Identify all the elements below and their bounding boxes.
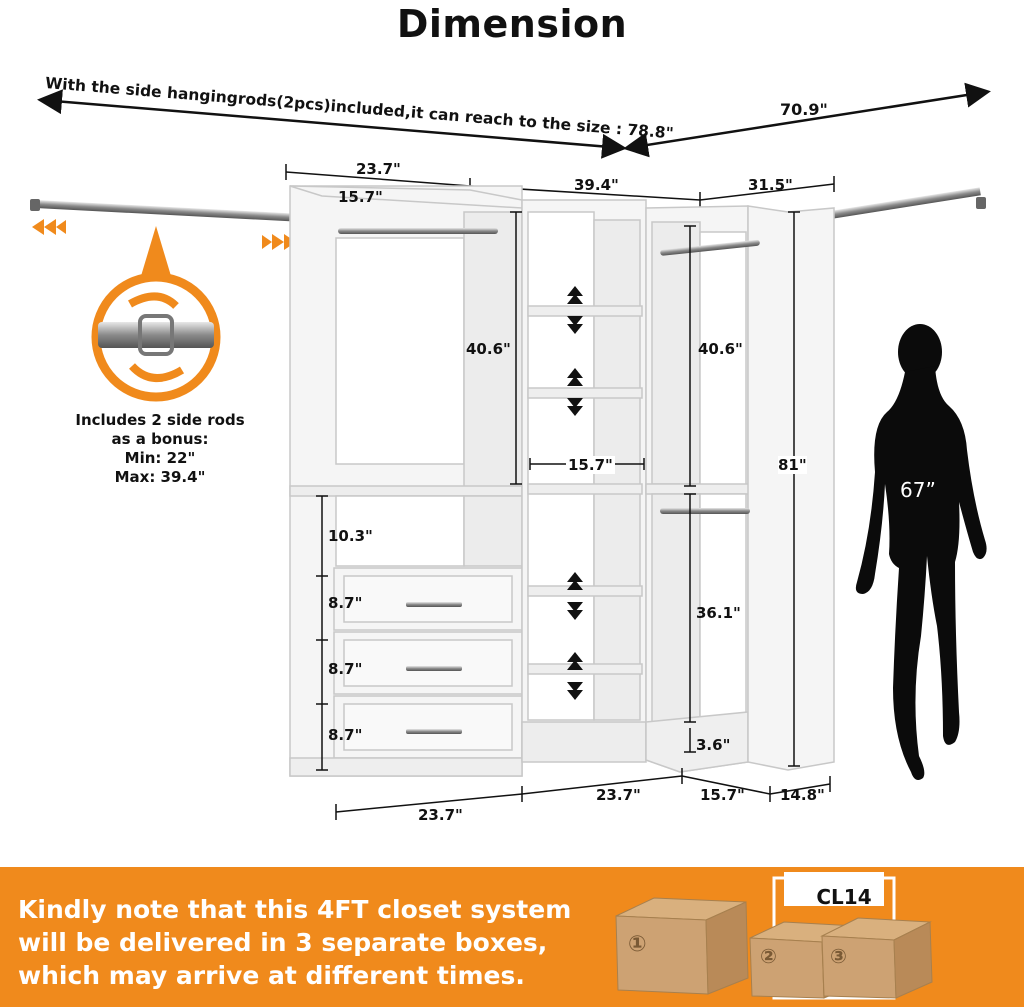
delivery-note: Kindly note that this 4FT closet system …	[18, 893, 578, 992]
base-height-label: 3.6"	[696, 736, 731, 754]
overall-width-line	[37, 89, 627, 159]
person-height-label: 67”	[900, 478, 936, 502]
bonus-note-line: as a bonus:	[111, 430, 209, 448]
top-right-width-label: 31.5"	[748, 176, 793, 194]
bonus-note-line: Min: 22"	[124, 449, 196, 467]
top-left-width-label: 23.7"	[356, 160, 401, 178]
page-title: Dimension	[396, 2, 628, 46]
overall-right-label: 70.9"	[780, 100, 828, 119]
box-2-number: ②	[760, 944, 777, 968]
bottom-left-width-label: 23.7"	[418, 806, 463, 824]
overall-right-line	[623, 82, 991, 158]
rod-detail-icon	[91, 272, 221, 402]
top-left-depth-label: 15.7"	[338, 188, 383, 206]
right-hang-height-label: 40.6"	[698, 340, 743, 358]
bonus-note-line: Max: 39.4"	[114, 468, 206, 486]
box-3-number: ③	[830, 944, 847, 968]
adjustable-shelf-icons	[567, 286, 583, 700]
bottom-right-depth-label: 15.7"	[700, 786, 745, 804]
bonus-rods-note: Includes 2 side rods as a bonus: Min: 22…	[60, 411, 260, 487]
top-middle-width-label: 39.4"	[574, 176, 619, 194]
delivery-note-line: which may arrive at different times.	[18, 961, 525, 990]
retract-arrows-icon	[32, 219, 296, 250]
left-side-rod	[35, 200, 312, 223]
total-height-label: 81"	[778, 456, 807, 474]
box-1-number: ①	[628, 932, 647, 957]
box-set-label: CL14	[816, 885, 872, 909]
bottom-middle-width-label: 23.7"	[596, 786, 641, 804]
drawer-1-height-label: 8.7"	[328, 594, 363, 612]
drawer-2-height-label: 8.7"	[328, 660, 363, 678]
cubby-height-label: 10.3"	[328, 527, 373, 545]
person-silhouette-icon	[855, 324, 987, 780]
boxes-illustration	[615, 872, 933, 1000]
left-hang-height-label: 40.6"	[466, 340, 511, 358]
drawer-3-height-label: 8.7"	[328, 726, 363, 744]
lower-hang-height-label: 36.1"	[696, 604, 741, 622]
bonus-note-line: Includes 2 side rods	[75, 411, 245, 429]
delivery-note-line: will be delivered in 3 separate boxes,	[18, 928, 548, 957]
shelf-depth-label: 15.7"	[566, 456, 615, 474]
bottom-right-width-label: 14.8"	[780, 786, 825, 804]
delivery-note-line: Kindly note that this 4FT closet system	[18, 895, 572, 924]
